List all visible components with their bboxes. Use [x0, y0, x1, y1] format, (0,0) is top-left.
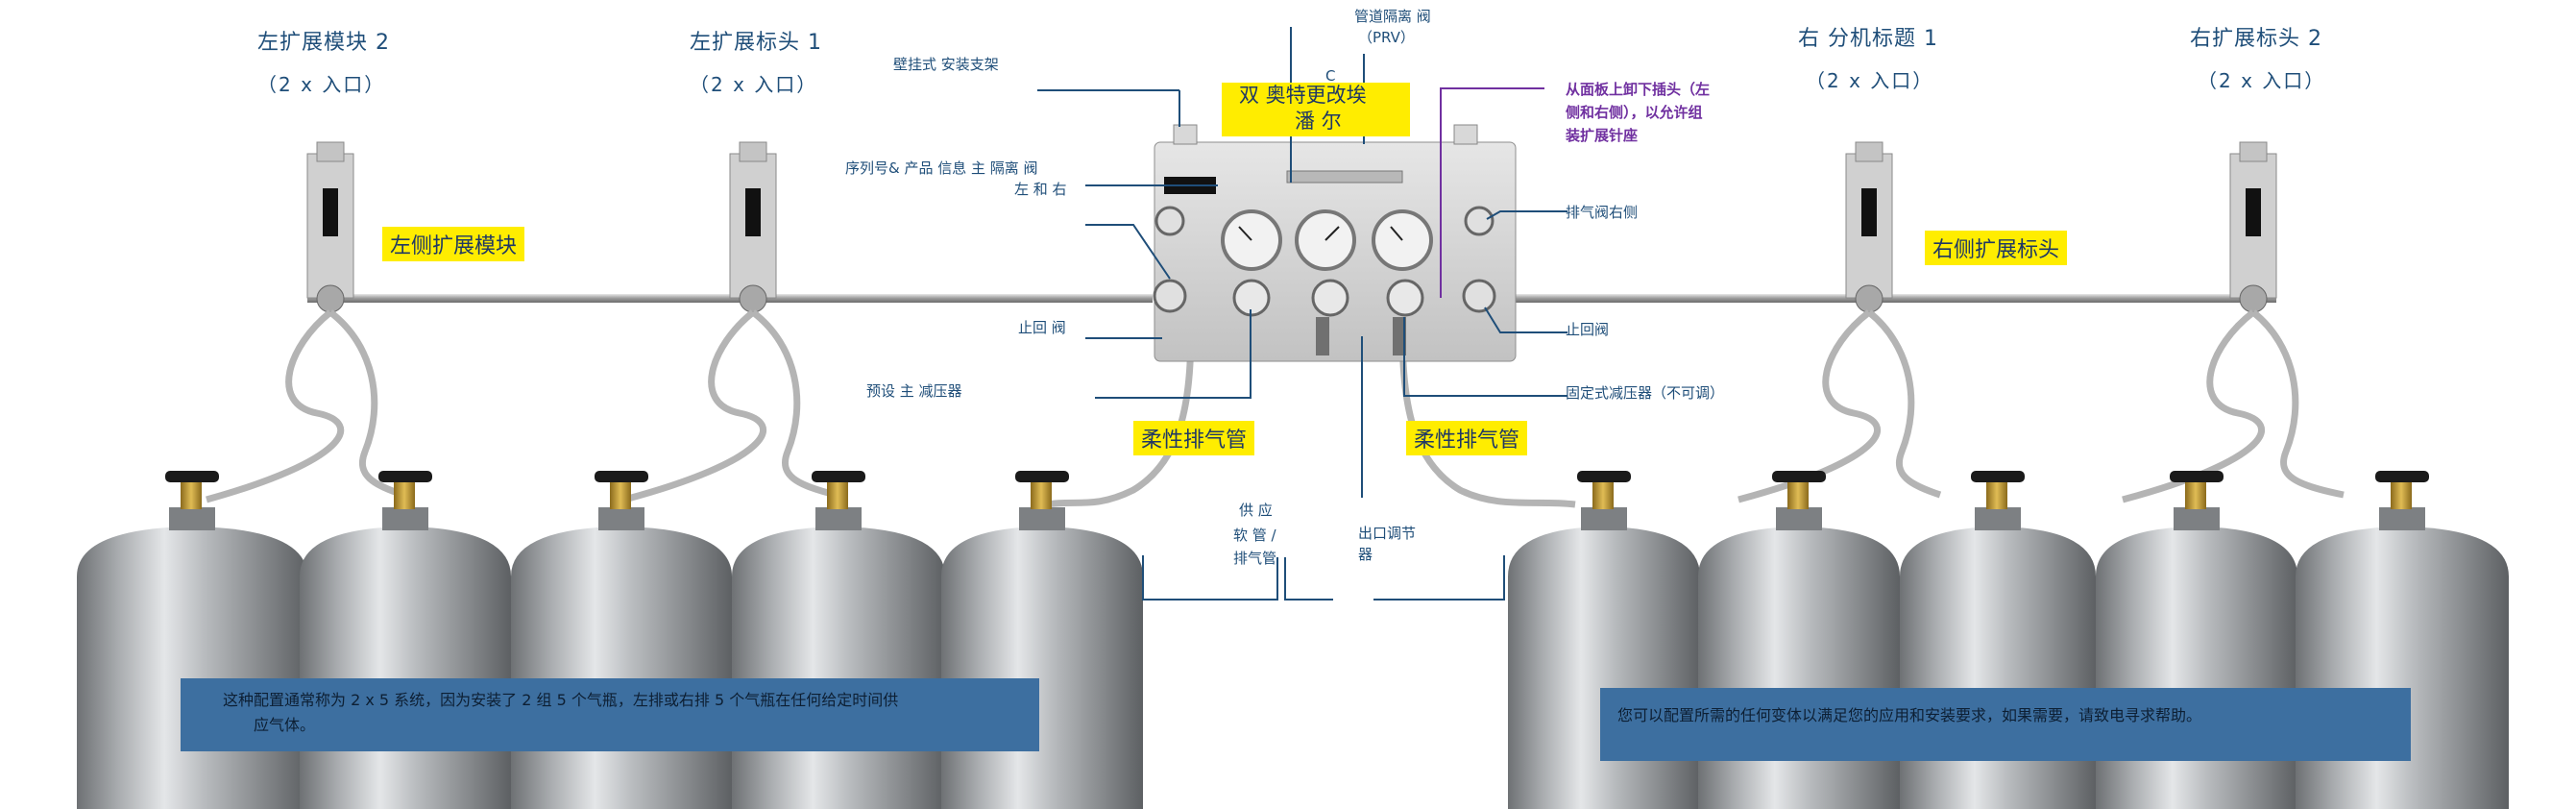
highlight-right-header: 右侧扩展标头: [1925, 231, 2068, 265]
callout-supply-line3: 排气管: [1233, 550, 1277, 567]
callout-pull-out-line1: 从面板上卸下插头（左: [1566, 81, 1711, 98]
header-left2-sub: （2 x 入口）: [257, 73, 386, 96]
callout-lines: [1037, 27, 1567, 601]
callout-check-valve-right: 止回阀: [1566, 321, 1610, 338]
note-left-line1: 这种配置通常称为 2 x 5 系统，因为安装了 2 组 5 个气瓶，左排或右排 …: [223, 691, 899, 709]
header-right1-sub: （2 x 入口）: [1806, 69, 1934, 92]
wall-bracket-left1: [729, 141, 777, 299]
callout-pull-out-line3: 装扩展针座: [1566, 127, 1639, 144]
callout-pull-out-line2: 侧和右侧），以允许组: [1566, 104, 1703, 121]
callout-serial-line2: 左 和 右: [1014, 181, 1067, 198]
purple-callout: [1440, 87, 1544, 298]
dual-stage-line1: 双 奥特更改埃: [1239, 84, 1367, 107]
pigtail-hoses: [206, 309, 2345, 508]
highlight-flex-vent-left: 柔性排气管: [1133, 421, 1255, 455]
callout-check-valve-left: 止回 阀: [1018, 319, 1066, 336]
callout-outlet-line1: 出口调节: [1358, 525, 1417, 542]
wall-bracket-right1: [1845, 141, 1893, 299]
header-right2-sub: （2 x 入口）: [2198, 69, 2326, 92]
header-right1-title: 右 分机标题 1: [1798, 27, 1938, 51]
callout-prv-line1: 管道隔离 阀: [1354, 8, 1431, 25]
callout-serial-line1: 序列号& 产品 信息 主 隔离 阀: [845, 159, 1038, 177]
note-left-line2: 应气体。: [254, 716, 316, 734]
header-left1-sub: （2 x 入口）: [690, 73, 818, 96]
callout-fixed-regulator: 固定式减压器（不可调）: [1566, 384, 1725, 402]
pipe-fittings: [316, 284, 2268, 313]
wall-bracket-right2: [2229, 141, 2277, 299]
callout-prv-line2: （PRV）: [1358, 29, 1415, 46]
callout-supply-line2: 软 管 /: [1233, 527, 1276, 544]
callout-supply-line1: 供 应: [1239, 502, 1273, 519]
callout-wall-bracket: 壁挂式 安装支架: [893, 56, 999, 73]
callout-outlet-line2: 器: [1358, 546, 1373, 563]
callout-preset-regulator: 预设 主 减压器: [866, 382, 962, 400]
note-right: 您可以配置所需的任何变体以满足您的应用和安装要求，如果需要，请致电寻求帮助。: [1600, 688, 2411, 761]
dual-stage-box: 双 奥特更改埃 潘 尔: [1222, 83, 1410, 136]
changeover-panel: [1153, 124, 1517, 362]
header-left2-title: 左扩展模块 2: [257, 31, 390, 55]
note-left: 这种配置通常称为 2 x 5 系统，因为安装了 2 组 5 个气瓶，左排或右排 …: [181, 678, 1039, 751]
header-right2-title: 右扩展标头 2: [2190, 27, 2322, 51]
header-left1-title: 左扩展标头 1: [690, 31, 822, 55]
highlight-left-module: 左侧扩展模块: [382, 227, 525, 261]
wall-bracket-left2: [306, 141, 354, 299]
callout-vent-valve-right: 排气阀右侧: [1566, 204, 1639, 221]
dual-stage-line2: 潘 尔: [1295, 110, 1342, 133]
highlight-flex-vent-right: 柔性排气管: [1406, 421, 1528, 455]
callout-prv-c: C: [1325, 67, 1336, 85]
